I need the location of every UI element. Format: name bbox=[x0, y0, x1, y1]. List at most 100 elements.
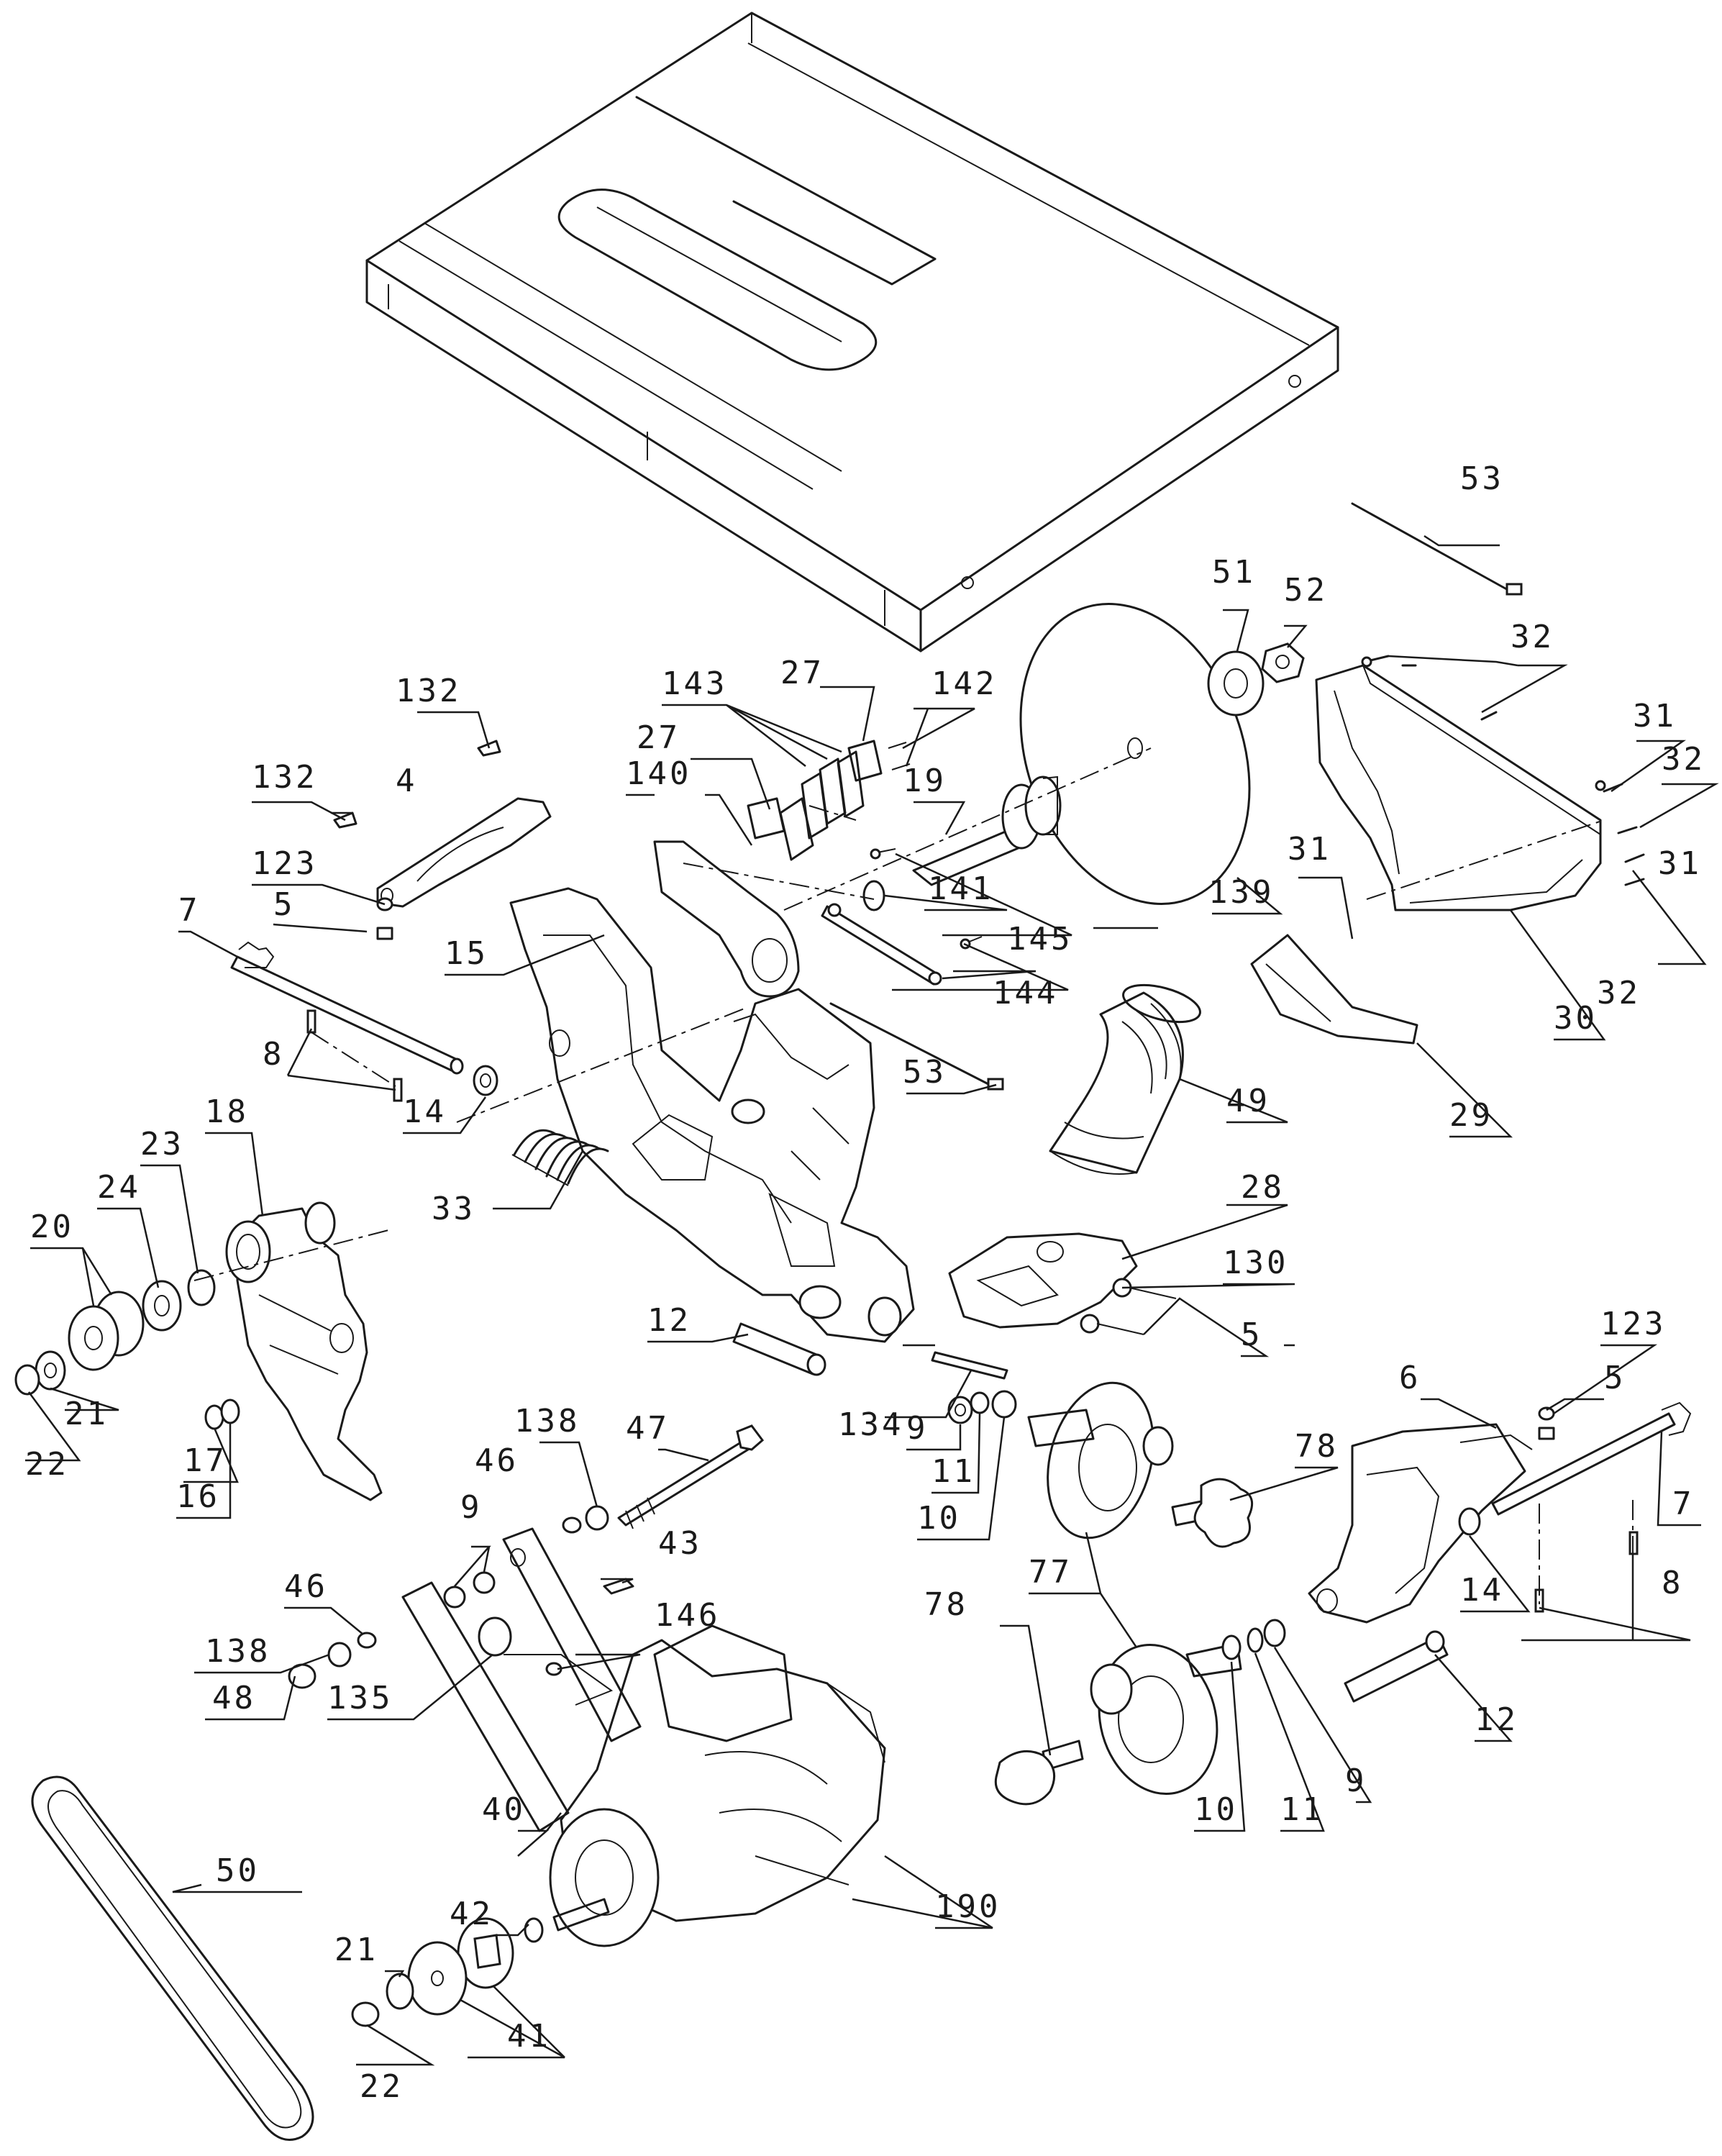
callout-50: 50 bbox=[216, 1852, 260, 1889]
callout-144: 144 bbox=[993, 975, 1058, 1011]
callout-22: 22 bbox=[25, 1446, 69, 1483]
callout-11: 11 bbox=[1280, 1791, 1324, 1828]
bracket-28 bbox=[948, 1232, 1177, 1335]
callout-51: 51 bbox=[1212, 554, 1256, 591]
callout-130: 130 bbox=[1223, 1245, 1288, 1281]
callout-23: 23 bbox=[140, 1126, 184, 1163]
callout-78: 78 bbox=[1295, 1428, 1339, 1465]
callout-40: 40 bbox=[482, 1791, 526, 1828]
callout-31: 31 bbox=[1288, 831, 1331, 868]
callout-145: 145 bbox=[1007, 921, 1072, 958]
arbor-nut bbox=[1261, 642, 1305, 683]
callout-17: 17 bbox=[183, 1442, 227, 1479]
callout-21: 21 bbox=[65, 1396, 109, 1432]
callout-141: 141 bbox=[928, 870, 993, 907]
motor-bracket-140 bbox=[653, 840, 800, 998]
motor-shaft bbox=[524, 1898, 610, 1943]
callout-15: 15 bbox=[445, 935, 488, 972]
callout-8: 8 bbox=[263, 1036, 285, 1073]
callout-132: 132 bbox=[252, 759, 317, 796]
callout-42: 42 bbox=[450, 1896, 493, 1932]
motor-body bbox=[549, 1624, 886, 1947]
drive-belt bbox=[31, 1775, 314, 2141]
clip-132 bbox=[333, 740, 501, 829]
callout-48: 48 bbox=[212, 1680, 256, 1716]
callout-190: 190 bbox=[935, 1888, 1001, 1925]
callout-47: 47 bbox=[626, 1410, 670, 1447]
callout-77: 77 bbox=[1029, 1554, 1072, 1591]
callout-53: 53 bbox=[903, 1054, 947, 1091]
retaining-ring bbox=[862, 880, 885, 911]
callout-labels: 53 51 52 32 143 27 142 31 32 132 27 19 1… bbox=[25, 460, 1705, 2105]
callout-5: 5 bbox=[1604, 1360, 1626, 1396]
callout-12: 12 bbox=[647, 1302, 691, 1339]
callout-12: 12 bbox=[1475, 1701, 1518, 1738]
callout-31: 31 bbox=[1633, 698, 1677, 734]
callout-7: 7 bbox=[178, 892, 201, 929]
motor-pulley bbox=[351, 1917, 514, 2027]
cable-tie bbox=[1351, 502, 1523, 596]
trunnion-frame bbox=[509, 887, 915, 1343]
callout-4: 4 bbox=[396, 763, 418, 799]
callout-19: 19 bbox=[903, 763, 947, 799]
guard-screws bbox=[1361, 655, 1645, 886]
gear-135 bbox=[478, 1616, 512, 1657]
washer-138-lower bbox=[327, 1642, 352, 1668]
brush-assembly bbox=[747, 740, 911, 861]
bracket-6 bbox=[1308, 1423, 1533, 1624]
callout-24: 24 bbox=[97, 1169, 141, 1206]
callout-32: 32 bbox=[1662, 741, 1705, 778]
callout-10: 10 bbox=[917, 1500, 961, 1537]
handwheel-upper bbox=[1027, 1381, 1174, 1539]
screw-5-and-washer-123 bbox=[376, 897, 393, 940]
callout-20: 20 bbox=[30, 1209, 74, 1245]
callout-134: 134 bbox=[838, 1406, 903, 1443]
rings-16-17 bbox=[204, 1398, 240, 1430]
callout-11: 11 bbox=[931, 1453, 975, 1490]
callout-30: 30 bbox=[1554, 1000, 1598, 1037]
center-lines bbox=[193, 747, 1634, 1604]
screw-5-right bbox=[1538, 1406, 1555, 1440]
link-bar bbox=[821, 848, 983, 986]
callout-46: 46 bbox=[475, 1442, 519, 1479]
callout-138: 138 bbox=[514, 1403, 580, 1439]
roll-pins-right bbox=[1534, 1531, 1639, 1613]
callout-22: 22 bbox=[360, 2068, 404, 2105]
callout-43: 43 bbox=[658, 1525, 702, 1562]
blade-guard bbox=[1315, 664, 1602, 911]
washer-138-upper bbox=[585, 1505, 609, 1531]
arm-18 bbox=[225, 1201, 383, 1501]
callout-29: 29 bbox=[1449, 1097, 1493, 1134]
callout-140: 140 bbox=[626, 755, 691, 792]
pivot-shaft-left bbox=[230, 941, 464, 1075]
callout-32: 32 bbox=[1511, 619, 1554, 655]
callout-52: 52 bbox=[1284, 572, 1328, 609]
callout-10: 10 bbox=[1194, 1791, 1238, 1828]
callout-leaders bbox=[25, 535, 1719, 2066]
callout-46: 46 bbox=[284, 1568, 328, 1605]
callout-5: 5 bbox=[1241, 1316, 1263, 1353]
callout-9: 9 bbox=[906, 1410, 929, 1447]
callout-146: 146 bbox=[655, 1597, 720, 1634]
callout-135: 135 bbox=[327, 1680, 393, 1716]
callout-49: 49 bbox=[1226, 1083, 1270, 1119]
callout-78: 78 bbox=[924, 1586, 968, 1623]
callout-5: 5 bbox=[273, 886, 296, 923]
dust-chute bbox=[1250, 934, 1418, 1045]
callout-142: 142 bbox=[931, 665, 997, 702]
spring bbox=[511, 1129, 609, 1186]
washer-14-right bbox=[1458, 1507, 1481, 1536]
callout-143: 143 bbox=[662, 665, 727, 702]
callout-27: 27 bbox=[637, 719, 680, 756]
nut-46-lower bbox=[357, 1632, 377, 1649]
handwheel-lower bbox=[1090, 1642, 1242, 1796]
callout-123: 123 bbox=[252, 845, 317, 882]
callout-32: 32 bbox=[1597, 975, 1641, 1011]
knob-78-lower bbox=[994, 1739, 1084, 1806]
bracket-4 bbox=[376, 797, 552, 908]
bolt-47 bbox=[617, 1424, 765, 1529]
blade-flange bbox=[1207, 650, 1265, 717]
callout-139: 139 bbox=[1208, 874, 1274, 911]
sleeve-12-left bbox=[732, 1322, 826, 1376]
callout-14: 14 bbox=[1460, 1572, 1504, 1609]
